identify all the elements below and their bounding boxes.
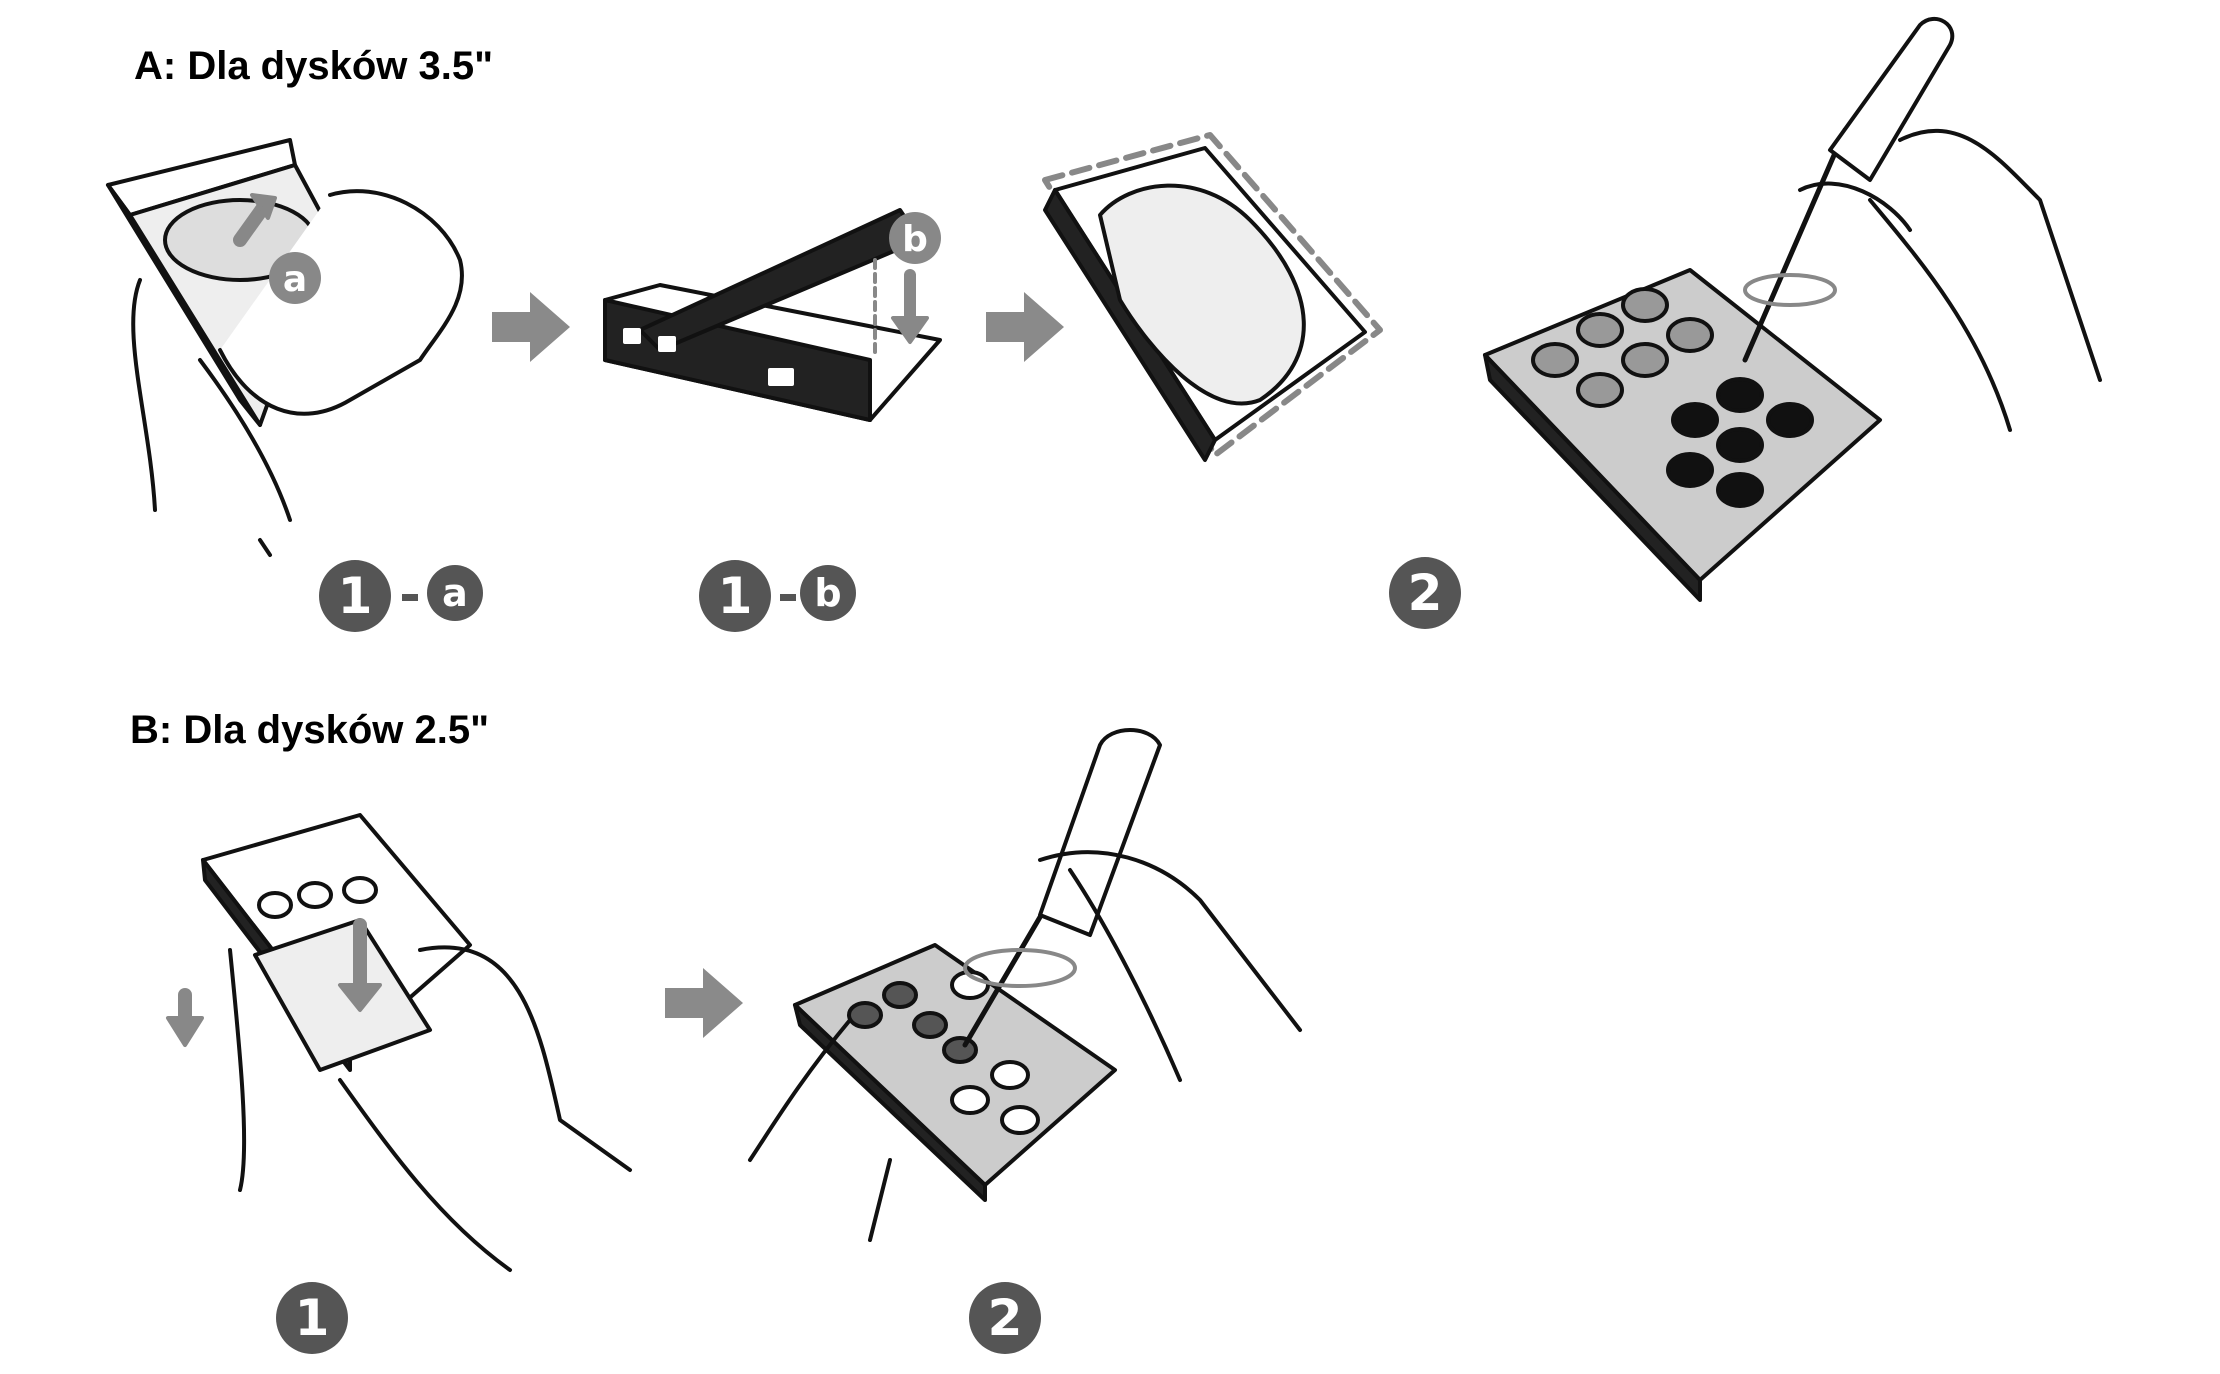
section-b-title: B: Dla dysków 2.5" [130,708,490,752]
step-badge-a1b: 1 [699,560,771,632]
illustration-a-step2 [1483,17,2102,602]
step-badge-a1: 1 [319,560,391,632]
step-badge-b2: 2 [969,1282,1041,1354]
step-separator [780,594,796,601]
illustration-a-step1a: a [106,138,464,557]
illustration-a-hdd [1042,132,1383,462]
section-a-title: A: Dla dysków 3.5" [134,44,494,88]
callout-b: b [902,219,928,260]
illustration-b-step2 [748,728,1302,1242]
illustration-a-step1b: b [603,208,942,422]
illustration-b-step1 [166,813,632,1272]
step-badge-a2: 2 [1389,557,1461,629]
step-separator [402,594,418,601]
arrow-right-icon [986,292,1064,362]
step-badge-b1: 1 [276,1282,348,1354]
arrow-right-icon [492,292,570,362]
step-sub-badge-b: b [800,565,856,621]
callout-a: a [283,259,307,300]
arrow-right-icon [665,968,743,1038]
step-sub-badge-a: a [427,565,483,621]
